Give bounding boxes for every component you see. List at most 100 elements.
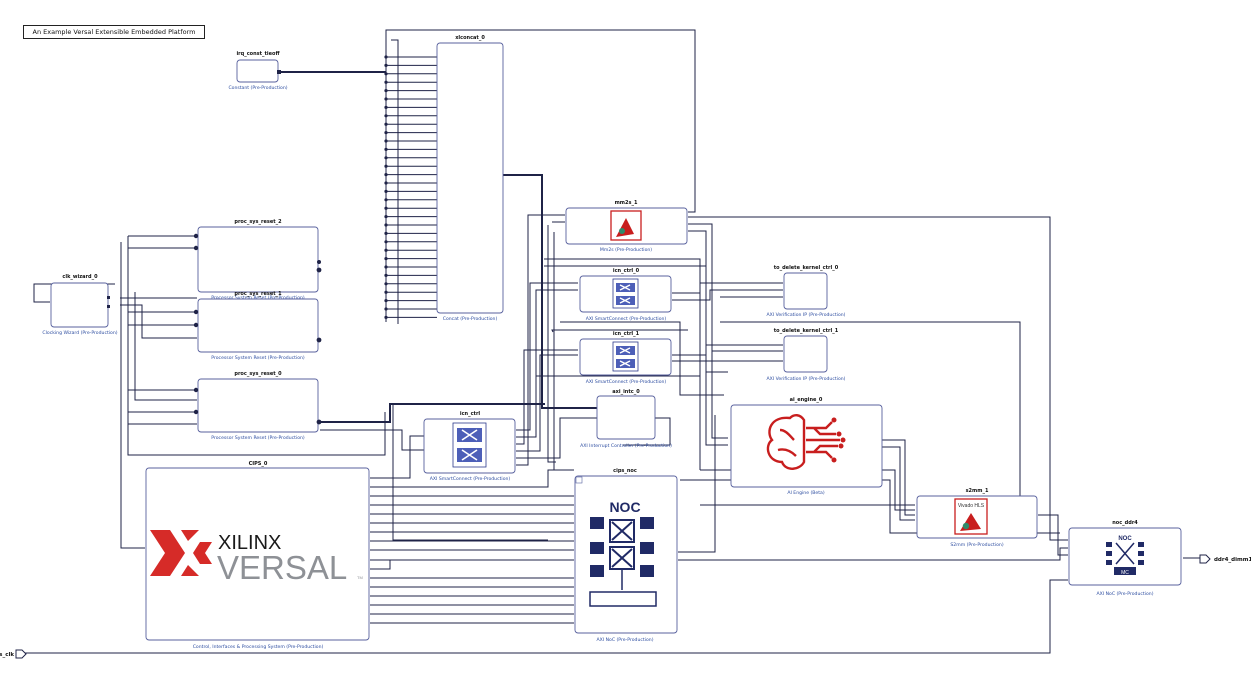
block-sub: Processor System Reset (Pre-Production) xyxy=(211,355,305,361)
block-name: proc_sys_reset_0 xyxy=(234,371,282,377)
block-clk-wizard[interactable]: clk_wizard_0 Clocking Wizard (Pre-Produc… xyxy=(42,274,117,336)
block-name: clk_wizard_0 xyxy=(62,274,98,280)
port-sys-clk[interactable]: sys_clk xyxy=(0,649,27,659)
block-s2mm[interactable]: s2mm_1 Vivado HLS S2mm (Pre-Production) xyxy=(916,488,1038,548)
concat-input-port xyxy=(384,206,388,210)
noc-icon: NOC MC xyxy=(1106,536,1144,576)
concat-input-port xyxy=(384,97,388,101)
block-name: to_delete_kernel_ctrl_0 xyxy=(774,265,839,271)
block-name: icn_ctrl_0 xyxy=(613,268,640,274)
concat-input-port xyxy=(384,315,388,319)
concat-input-port xyxy=(384,282,388,286)
trademark: TM xyxy=(357,575,363,580)
smartconnect-icon xyxy=(612,278,639,309)
concat-input-port xyxy=(384,105,388,109)
concat-input-port xyxy=(384,173,388,177)
noc-label: NOC xyxy=(1118,536,1132,542)
concat-input-port xyxy=(384,147,388,151)
block-sub: Constant (Pre-Production) xyxy=(228,85,287,91)
concat-input-port xyxy=(384,131,388,135)
block-name: to_delete_kernel_ctrl_1 xyxy=(774,328,839,334)
concat-input-port xyxy=(384,55,388,59)
block-name: icn_ctrl xyxy=(460,411,481,417)
block-sub: S2mm (Pre-Production) xyxy=(950,542,1003,548)
block-sub: Processor System Reset (Pre-Production) xyxy=(211,295,305,301)
ai-brain-icon xyxy=(766,414,840,470)
hls-logo-icon xyxy=(610,210,642,241)
concat-input-port xyxy=(384,181,388,185)
concat-input-port xyxy=(384,198,388,202)
block-proc-sys-reset-0[interactable]: proc_sys_reset_0 Processor System Reset … xyxy=(193,371,322,441)
concat-input-port xyxy=(384,114,388,118)
concat-input-port xyxy=(384,215,388,219)
concat-input-port xyxy=(384,299,388,303)
block-proc-sys-reset-2[interactable]: proc_sys_reset_2 Processor System Reset … xyxy=(193,219,322,301)
block-sub: Processor System Reset (Pre-Production) xyxy=(211,435,305,441)
block-name: ai_engine_0 xyxy=(790,397,823,403)
block-xlconcat[interactable]: xlconcat_0 Concat (Pre-Production) xyxy=(384,35,504,322)
block-name: cips_noc xyxy=(613,468,637,474)
concat-input-port xyxy=(384,63,388,67)
port-label: sys_clk xyxy=(0,652,14,658)
concat-input-port xyxy=(384,156,388,160)
block-name: proc_sys_reset_2 xyxy=(234,219,282,225)
smartconnect-icon xyxy=(612,341,639,372)
block-proc-sys-reset-1[interactable]: proc_sys_reset_1 Processor System Reset … xyxy=(193,291,322,361)
block-cips-noc[interactable]: cips_noc NOC AXI NoC (Pre-Production) xyxy=(574,468,678,643)
concat-input-port xyxy=(384,248,388,252)
block-to-delete-kernel-ctrl-1[interactable]: to_delete_kernel_ctrl_1 AXI Verification… xyxy=(767,328,846,382)
block-name: xlconcat_0 xyxy=(455,35,485,41)
mc-label: MC xyxy=(1121,570,1129,576)
noc-icon: NOC xyxy=(589,499,657,607)
concat-input-port xyxy=(384,240,388,244)
concat-input-port xyxy=(384,231,388,235)
hls-label: Vivado HLS xyxy=(958,503,985,509)
block-cips[interactable]: CIPS_0 XILINX VERSAL TM Control, Interfa… xyxy=(145,461,370,650)
noc-label: NOC xyxy=(609,499,640,515)
block-icn-ctrl-0[interactable]: icn_ctrl_0 AXI SmartConnect (Pre-Product… xyxy=(579,268,672,322)
block-sub: Mm2s (Pre-Production) xyxy=(600,247,652,253)
block-axi-intc[interactable]: axi_intc_0 AXI Interrupt Controller (Pre… xyxy=(580,389,672,449)
smartconnect-icon xyxy=(452,422,487,468)
concat-input-port xyxy=(384,189,388,193)
block-name: irq_const_tieoff xyxy=(236,51,280,57)
block-mm2s[interactable]: mm2s_1 Mm2s (Pre-Production) xyxy=(565,200,688,253)
concat-input-port xyxy=(384,72,388,76)
block-noc-ddr4[interactable]: noc_ddr4 NOC MC AXI NoC (Pre-Production) xyxy=(1068,520,1182,597)
block-sub: AXI Verification IP (Pre-Production) xyxy=(767,312,846,318)
block-sub: AXI SmartConnect (Pre-Production) xyxy=(430,476,511,482)
concat-input-port xyxy=(384,265,388,269)
concat-input-port xyxy=(384,89,388,93)
block-sub: Concat (Pre-Production) xyxy=(443,316,498,322)
block-name: s2mm_1 xyxy=(966,488,989,494)
block-icn-ctrl[interactable]: icn_ctrl AXI SmartConnect (Pre-Productio… xyxy=(423,411,516,482)
block-to-delete-kernel-ctrl-0[interactable]: to_delete_kernel_ctrl_0 AXI Verification… xyxy=(767,265,846,318)
port-label: ddr4_dimm1 xyxy=(1214,557,1251,563)
port-ddr4-dimm1[interactable]: ddr4_dimm1 xyxy=(1199,554,1251,564)
block-sub: AXI SmartConnect (Pre-Production) xyxy=(586,316,667,322)
block-sub: AXI Verification IP (Pre-Production) xyxy=(767,376,846,382)
block-sub: AXI NoC (Pre-Production) xyxy=(596,637,653,643)
block-irq-const-tieoff[interactable]: irq_const_tieoff Constant (Pre-Productio… xyxy=(228,51,287,91)
concat-input-port xyxy=(384,257,388,261)
wires xyxy=(20,29,1200,654)
concat-input-port xyxy=(384,223,388,227)
block-sub: AXI SmartConnect (Pre-Production) xyxy=(586,379,667,385)
concat-input-port xyxy=(384,290,388,294)
block-name: CIPS_0 xyxy=(249,461,268,467)
block-name: mm2s_1 xyxy=(615,200,638,206)
block-icn-ctrl-1[interactable]: icn_ctrl_1 AXI SmartConnect (Pre-Product… xyxy=(579,331,672,385)
block-name: icn_ctrl_1 xyxy=(613,331,640,337)
block-ai-engine[interactable]: ai_engine_0 AI Engine (Beta) xyxy=(730,397,883,496)
concat-input-port xyxy=(384,307,388,311)
concat-input-port xyxy=(384,122,388,126)
diagram-title: An Example Versal Extensible Embedded Pl… xyxy=(23,25,205,39)
xilinx-logo-icon xyxy=(150,530,212,576)
versal-wordmark: VERSAL xyxy=(217,549,347,586)
block-sub: AI Engine (Beta) xyxy=(787,490,825,496)
concat-input-port xyxy=(384,273,388,277)
block-sub: AXI Interrupt Controller (Pre-Production… xyxy=(580,443,672,449)
concat-input-port xyxy=(384,80,388,84)
block-name: axi_intc_0 xyxy=(612,389,640,395)
